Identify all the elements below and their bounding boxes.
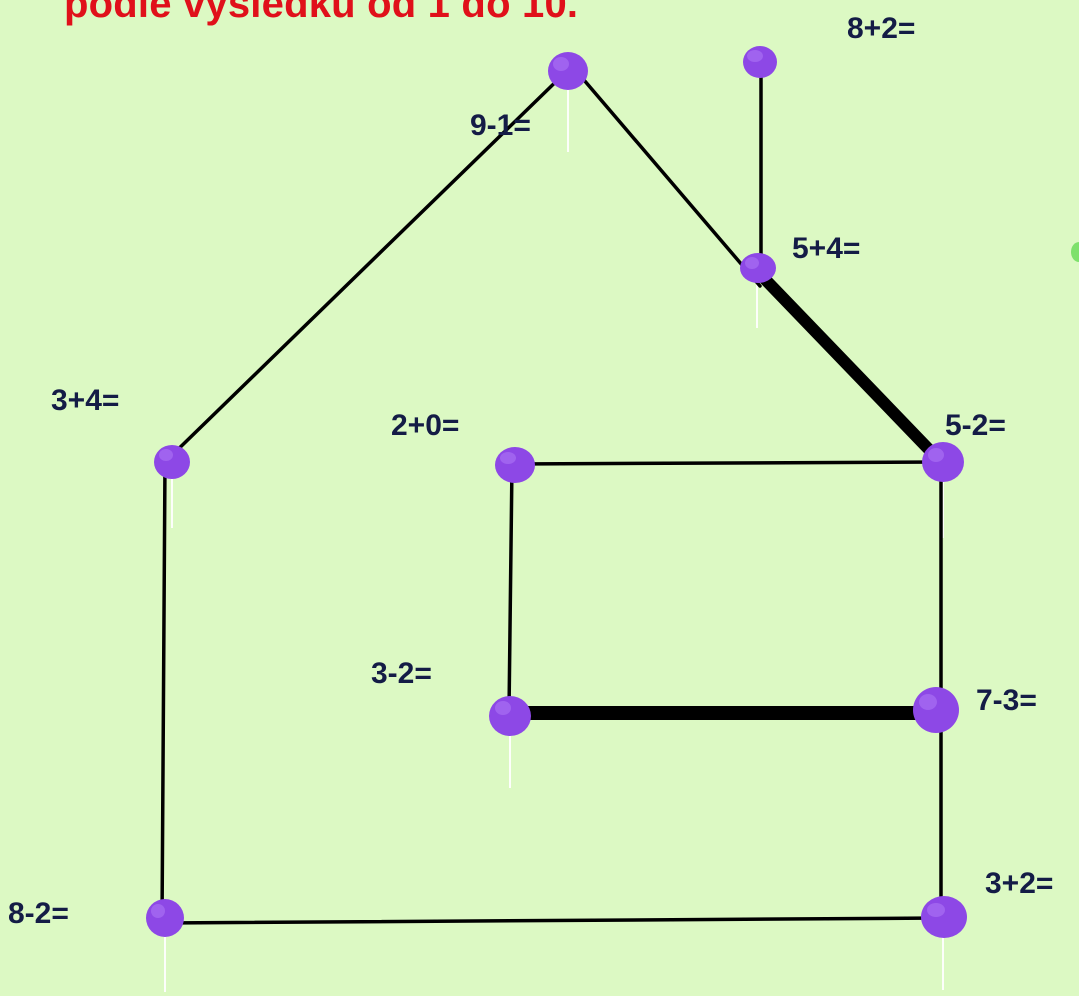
point-window-bottom-left[interactable] [489,696,531,736]
point-window-bottom-right[interactable] [913,687,959,733]
point-bottom-right[interactable] [921,896,967,938]
partial-dot [1071,242,1079,262]
label-left-roof: 3+4= [51,384,119,417]
point-left-roof[interactable] [154,445,190,479]
label-window-top-right: 5-2= [945,409,1006,442]
label-window-bottom-left: 3-2= [371,657,432,690]
window-top-edge [510,460,943,466]
point-highlight [747,50,763,62]
points-group [146,46,967,938]
label-bottom-right: 3+2= [985,867,1053,900]
house-floor [160,916,943,925]
label-top-right: 8+2= [847,12,915,45]
point-highlight [495,701,511,715]
point-highlight [927,903,945,917]
point-bottom-left[interactable] [146,899,184,937]
point-highlight [928,448,944,462]
point-window-top-right[interactable] [922,442,964,482]
worksheet-title: podle výsledků od 1 do 10. [64,0,579,26]
label-window-bottom-right: 7-3= [976,684,1037,717]
label-chimney: 5+4= [792,232,860,265]
point-chimney-base[interactable] [740,253,776,283]
point-highlight [745,257,759,269]
house-outline [163,64,762,464]
point-highlight [151,904,165,918]
thick-roof-segment [754,268,947,468]
point-highlight [159,449,173,461]
house-left-wall [160,460,167,925]
label-window-top-left: 2+0= [391,409,459,442]
point-highlight [500,452,516,464]
label-apex: 9-1= [470,109,531,142]
point-window-top-left[interactable] [495,447,535,483]
window-left-edge [507,462,514,714]
point-highlight [919,694,937,710]
label-bottom-left: 8-2= [8,897,69,930]
point-top-right[interactable] [743,46,777,78]
point-apex[interactable] [548,52,588,90]
point-highlight [553,57,569,71]
